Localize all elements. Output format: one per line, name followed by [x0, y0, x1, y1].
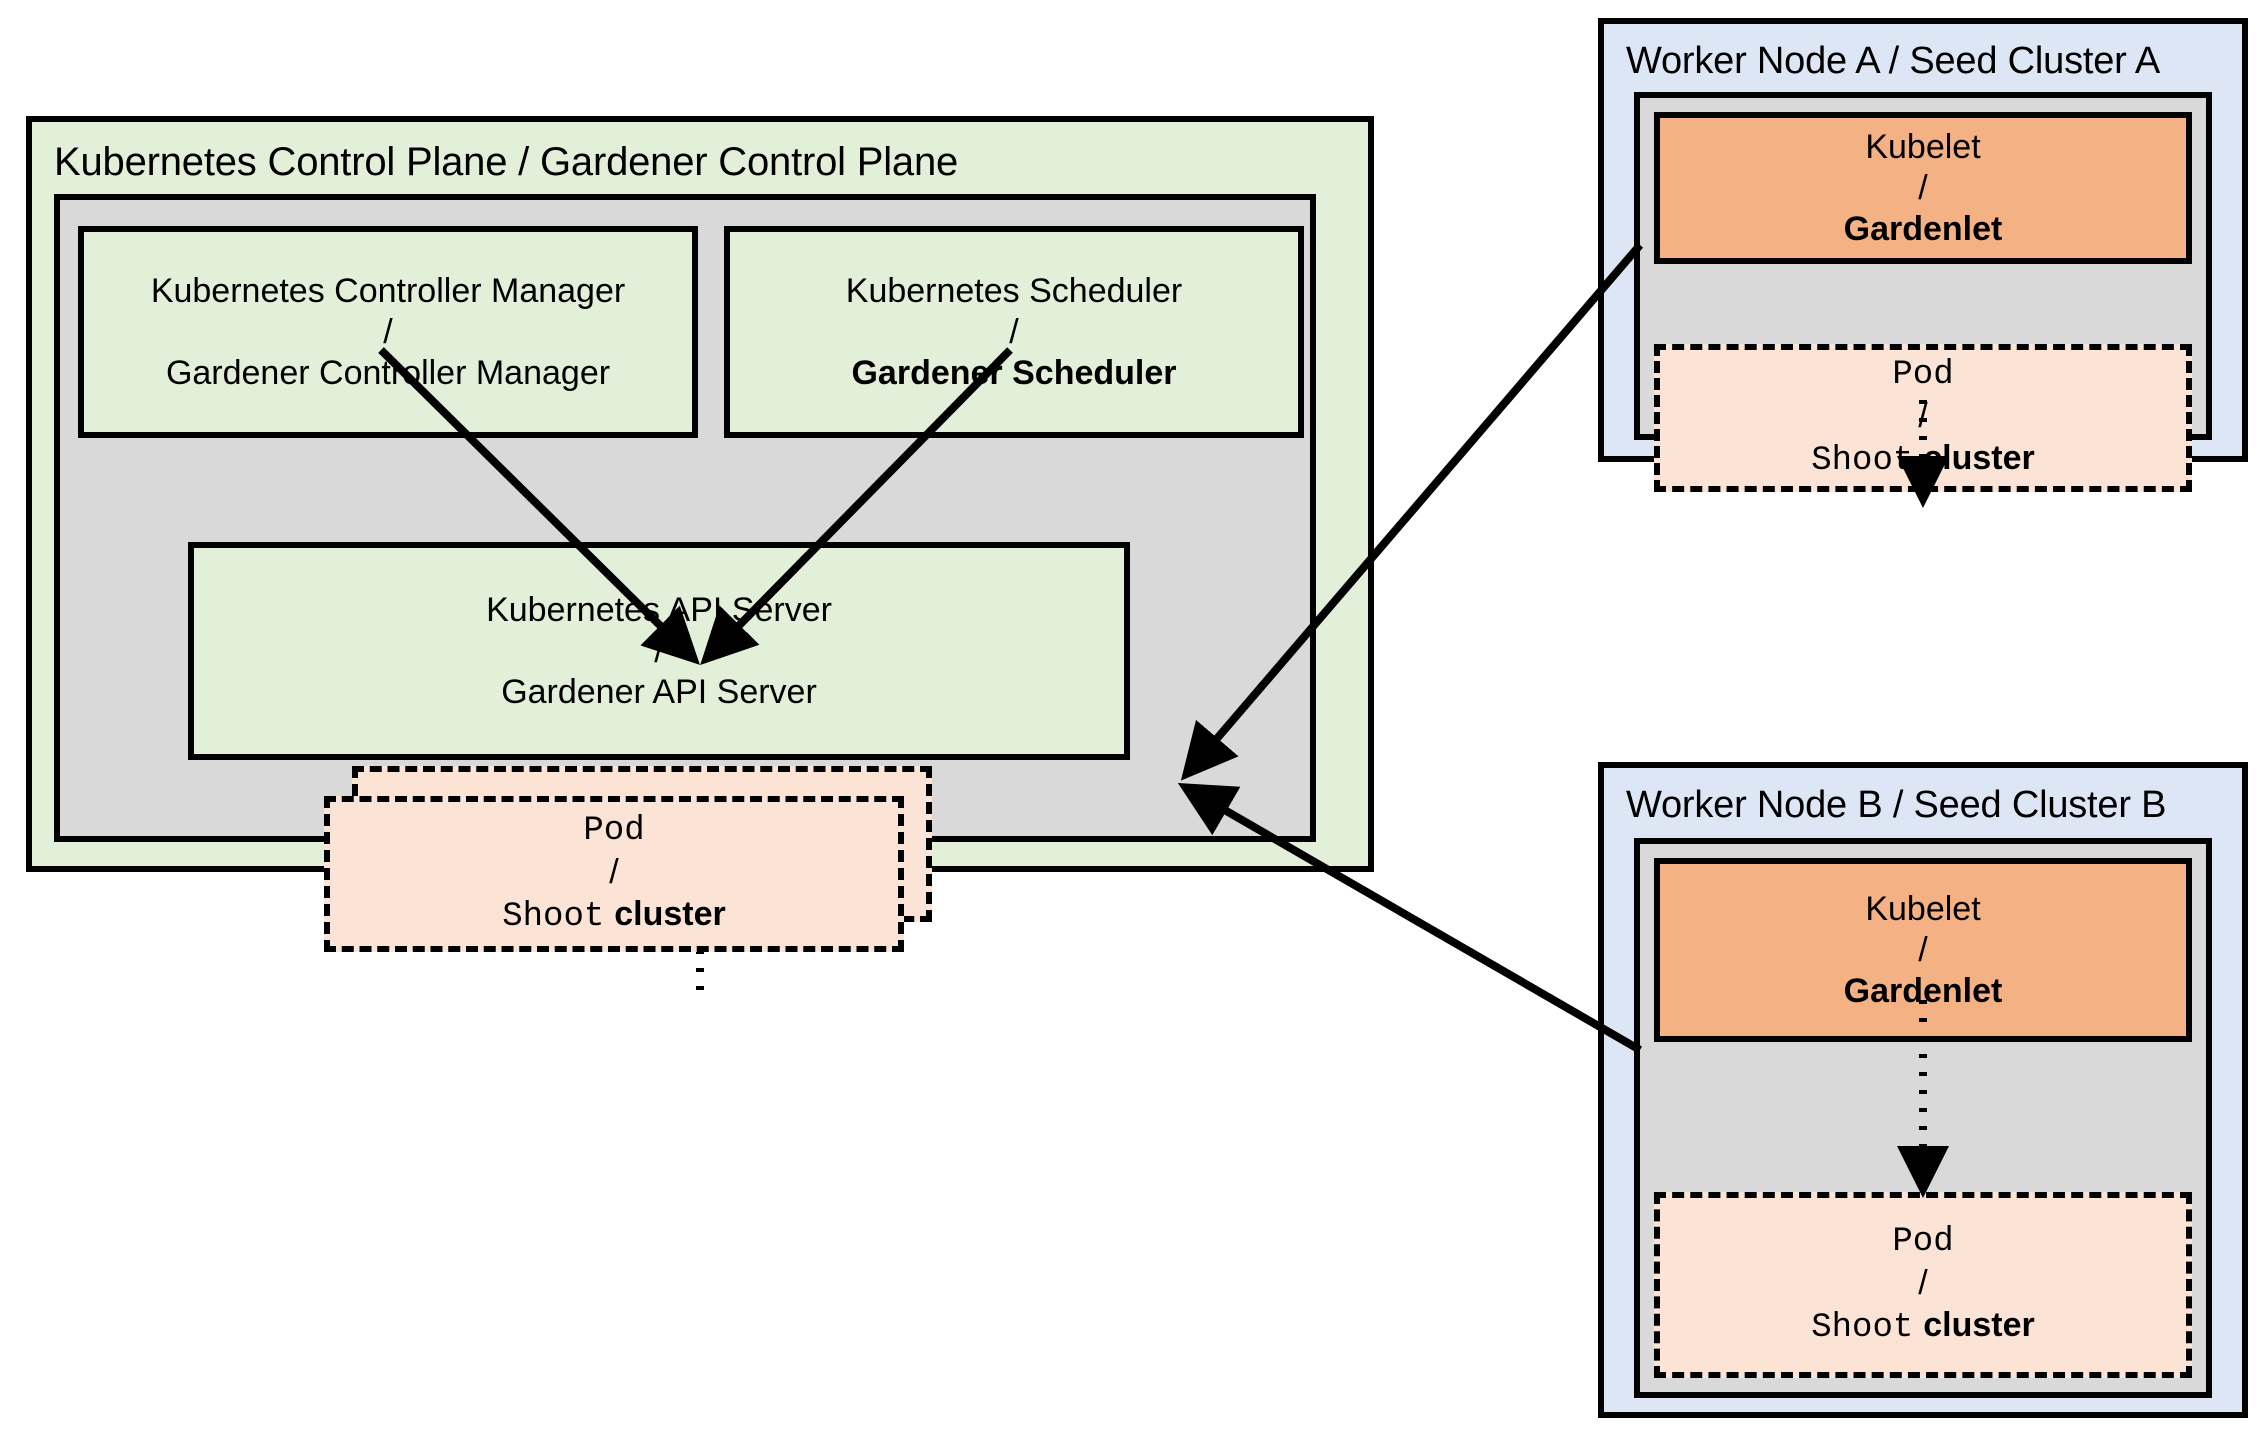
worker-node-a-title: Worker Node A / Seed Cluster A — [1626, 40, 2161, 82]
worker-node-a-group: Worker Node A / Seed Cluster A Kubelet /… — [1598, 18, 2248, 492]
worker-node-a-pod-line-1: Pod — [1892, 356, 1954, 395]
worker-node-b-kubelet-separator: / — [1918, 930, 1928, 969]
controller-manager-line-1: Kubernetes Controller Manager — [150, 271, 626, 310]
kubernetes-scheduler-box[interactable]: Kubernetes Scheduler / Gardener Schedule… — [724, 226, 1304, 438]
worker-node-a-kubelet-separator: / — [1918, 168, 1928, 207]
control-plane-inner-region: Kubernetes Controller Manager / Gardener… — [54, 194, 1316, 952]
control-plane-pod-cluster-word: cluster — [614, 894, 726, 933]
api-server-line-1: Kubernetes API Server — [486, 590, 832, 629]
control-plane-group: Kubernetes Control Plane / Gardener Cont… — [26, 116, 1374, 952]
worker-node-b-title: Worker Node B / Seed Cluster B — [1626, 784, 2167, 826]
api-server-separator: / — [654, 631, 664, 670]
scheduler-line-1: Kubernetes Scheduler — [845, 271, 1183, 310]
scheduler-line-2: Gardener Scheduler — [851, 354, 1177, 393]
control-plane-title: Kubernetes Control Plane / Gardener Cont… — [54, 140, 959, 184]
controller-manager-separator: / — [383, 312, 393, 351]
control-plane-pod-line-1: Pod — [583, 812, 645, 851]
worker-node-b-pod-cluster-word: cluster — [1923, 1305, 2035, 1344]
worker-node-b-kubelet-line-1: Kubelet — [1865, 889, 1981, 928]
worker-node-a-pod-shoot-word: Shoot — [1811, 441, 1914, 480]
worker-node-b-gardenlet-label: Gardenlet — [1843, 972, 2003, 1011]
worker-node-b-group: Worker Node B / Seed Cluster B Kubelet /… — [1598, 762, 2248, 1418]
worker-node-a-gardenlet-label: Gardenlet — [1843, 210, 2003, 249]
controller-manager-line-2: Gardener Controller Manager — [165, 354, 611, 393]
worker-node-b-kubelet-box[interactable]: Kubelet / Gardenlet — [1654, 858, 2192, 1042]
control-plane-pod-separator: / — [609, 853, 619, 892]
scheduler-separator: / — [1009, 312, 1019, 351]
worker-node-a-kubelet-line-1: Kubelet — [1865, 127, 1981, 166]
worker-node-b-pod-separator: / — [1918, 1264, 1928, 1303]
kubernetes-api-server-box[interactable]: Kubernetes API Server / Gardener API Ser… — [188, 542, 1130, 760]
worker-node-b-pod-line-1: Pod — [1892, 1223, 1954, 1262]
worker-node-b-pod-shoot-word: Shoot — [1811, 1308, 1914, 1347]
kubernetes-controller-manager-box[interactable]: Kubernetes Controller Manager / Gardener… — [78, 226, 698, 438]
worker-node-a-pod-cluster-word: cluster — [1923, 438, 2035, 477]
worker-node-a-pod-separator: / — [1918, 397, 1928, 436]
control-plane-pod-shoot-word: Shoot — [502, 897, 605, 936]
api-server-line-2: Gardener API Server — [501, 673, 817, 712]
worker-node-a-kubelet-box[interactable]: Kubelet / Gardenlet — [1654, 112, 2192, 264]
